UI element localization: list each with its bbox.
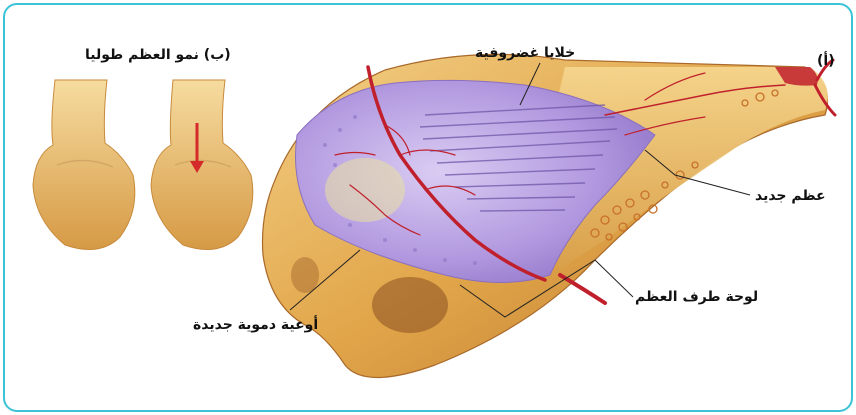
panel-b-title: (ب) نمو العظم طوليا xyxy=(85,47,231,63)
label-new-blood-vessels: أوعية دموية جديدة xyxy=(193,317,318,333)
label-epiphyseal-plate: لوحة طرف العظم xyxy=(635,289,758,305)
figure-frame: (ب) نمو العظم طوليا (أ) خلايا غضروفية عظ… xyxy=(3,3,853,412)
small-bone-before xyxy=(33,80,135,250)
label-new-bone: عظم جديد xyxy=(755,188,826,204)
bone-illustration xyxy=(5,5,851,410)
panel-a-marker: (أ) xyxy=(817,53,835,69)
label-cartilage-cells: خلايا غضروفية xyxy=(475,45,575,61)
small-bone-after xyxy=(151,80,253,250)
